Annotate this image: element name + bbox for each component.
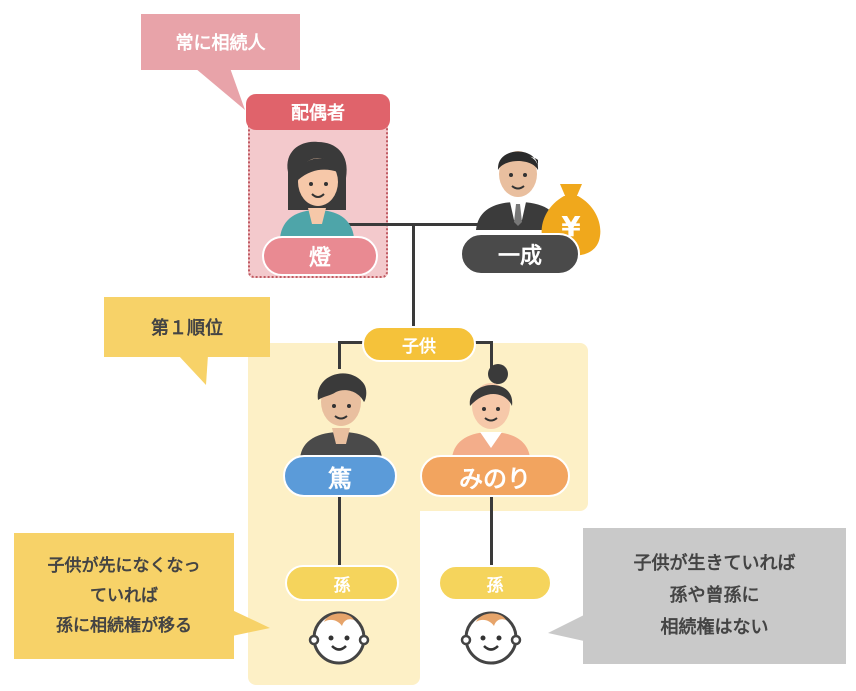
young-woman-avatar-icon [452, 364, 530, 458]
right-note-line-3: 相続権はない [660, 617, 769, 638]
child1-drop [338, 341, 341, 369]
child2-name-text: みのり [459, 464, 531, 493]
spouse-name-pill: 燈 [262, 236, 378, 276]
spouse-name-text: 燈 [308, 246, 331, 271]
always-heir-callout: 常に相続人 [141, 14, 300, 70]
always-heir-callout-tail [195, 68, 245, 110]
child1-name-pill: 篤 [283, 455, 397, 497]
first-rank-callout-tail [178, 355, 208, 385]
child2-name-pill: みのり [420, 455, 570, 497]
grandchild2-text: 孫 [486, 575, 504, 596]
man-suit-avatar-icon [476, 151, 560, 230]
grandchild1-text: 孫 [333, 575, 351, 596]
right-note-line-1: 子供が生きていれば [633, 553, 796, 574]
descent-line [412, 223, 415, 343]
first-rank-callout: 第１順位 [104, 297, 270, 357]
grandchild2-label: 孫 [438, 565, 552, 601]
left-note-callout: 子供が先になくなっ ていれば 孫に相続権が移る [14, 533, 234, 659]
marriage-line [345, 223, 520, 226]
decedent-name-text: 一成 [497, 244, 542, 269]
decedent-name-pill: 一成 [460, 233, 580, 275]
left-note-callout-tail [232, 610, 270, 636]
right-note-callout-tail [548, 615, 584, 641]
right-note-line-2: 孫や曾孫に [669, 585, 760, 606]
left-note-line-1: 子供が先になくなっ [47, 556, 201, 576]
children-group-text: 子供 [402, 336, 436, 357]
baby-face-icon [460, 611, 522, 665]
woman-avatar-icon [280, 141, 354, 238]
child2-drop [490, 341, 493, 369]
children-group-label: 子供 [362, 326, 476, 362]
baby-face-icon [308, 611, 370, 665]
left-note-line-3: 孫に相続権が移る [56, 616, 192, 636]
always-heir-text: 常に相続人 [175, 33, 266, 54]
right-note-callout: 子供が生きていれば 孫や曾孫に 相続権はない [583, 528, 846, 664]
spouse-role-header: 配偶者 [246, 94, 390, 130]
first-rank-text: 第１順位 [151, 318, 223, 339]
man-avatar-icon [300, 373, 382, 458]
child1-name-text: 篤 [328, 464, 352, 493]
child2-to-grandchild [490, 490, 493, 570]
spouse-role-text: 配偶者 [291, 103, 345, 124]
grandchild1-label: 孫 [285, 565, 399, 601]
left-note-line-2: ていれば [90, 586, 158, 606]
child1-to-grandchild [338, 490, 341, 570]
